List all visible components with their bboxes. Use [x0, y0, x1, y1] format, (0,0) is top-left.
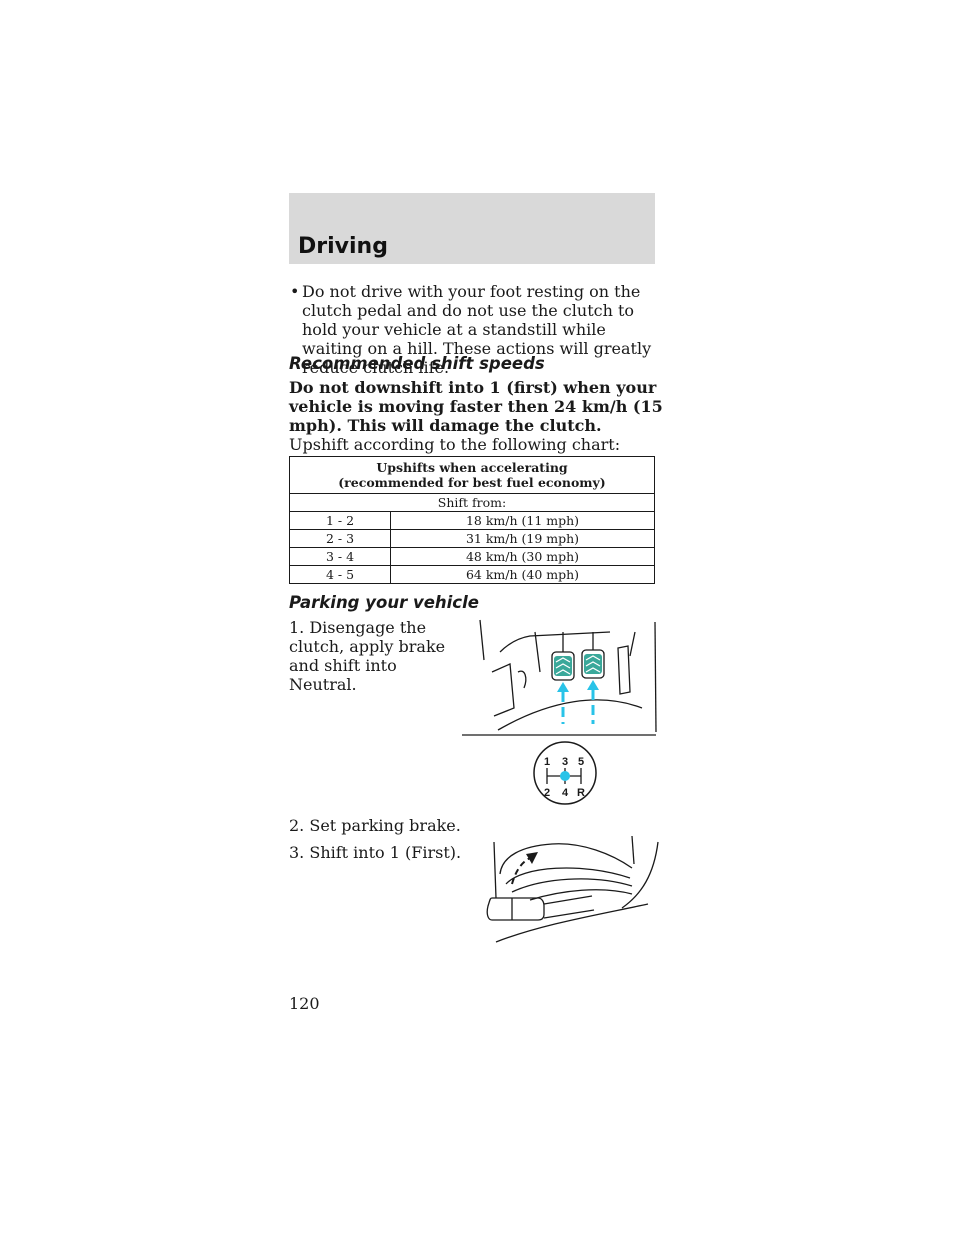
gear-pattern-icon: 1 3 5 2 4 R [533, 741, 597, 805]
shift-speeds-heading: Recommended shift speeds [289, 354, 545, 373]
arrow-up-right-icon [511, 852, 538, 885]
upshift-table: Upshifts when accelerating (recommended … [289, 456, 655, 584]
bullet-text: Do not drive with your foot resting on t… [302, 282, 652, 377]
gear-cell: 4 - 5 [289, 565, 391, 584]
speed-cell: 31 km/h (19 mph) [390, 529, 655, 548]
table-subheader: Shift from: [289, 493, 655, 512]
table-row: 4 - 5 64 km/h (40 mph) [289, 565, 655, 584]
gear-label-r: R [577, 787, 585, 799]
page-title: Driving [298, 234, 388, 259]
table-header-line2: (recommended for best fuel economy) [338, 475, 606, 490]
pedals-illustration [479, 619, 657, 733]
gear-label-5: 5 [578, 756, 584, 768]
parking-brake-illustration [486, 835, 659, 943]
arrow-up-icon [557, 680, 599, 724]
table-header-line1: Upshifts when accelerating [376, 460, 568, 475]
gear-cell: 2 - 3 [289, 529, 391, 548]
gear-label-1: 1 [544, 756, 550, 768]
step-1: 1. Disengage the clutch, apply brake and… [289, 618, 446, 694]
table-row: 2 - 3 31 km/h (19 mph) [289, 529, 655, 548]
speed-cell: 18 km/h (11 mph) [390, 511, 655, 530]
speed-cell: 48 km/h (30 mph) [390, 547, 655, 566]
downshift-warning: Do not downshift into 1 (first) when you… [289, 378, 663, 435]
parking-heading: Parking your vehicle [289, 593, 479, 612]
speed-cell: 64 km/h (40 mph) [390, 565, 655, 584]
step-3: 3. Shift into 1 (First). [289, 843, 462, 862]
bullet-item: • Do not drive with your foot resting on… [290, 282, 670, 377]
divider-line [462, 734, 656, 736]
chart-intro: Upshift according to the following chart… [289, 435, 621, 454]
gear-label-4: 4 [562, 787, 569, 799]
gear-cell: 3 - 4 [289, 547, 391, 566]
page-number: 120 [289, 994, 320, 1013]
table-header: Upshifts when accelerating (recommended … [289, 456, 655, 494]
gear-label-3: 3 [562, 756, 568, 768]
table-row: 1 - 2 18 km/h (11 mph) [289, 511, 655, 530]
header-band [289, 193, 655, 264]
gear-label-2: 2 [544, 787, 550, 799]
pedal-pads-icon [554, 654, 602, 676]
table-row: 3 - 4 48 km/h (30 mph) [289, 547, 655, 566]
gear-cell: 1 - 2 [289, 511, 391, 530]
bullet-marker: • [290, 282, 300, 301]
step-2: 2. Set parking brake. [289, 816, 461, 835]
